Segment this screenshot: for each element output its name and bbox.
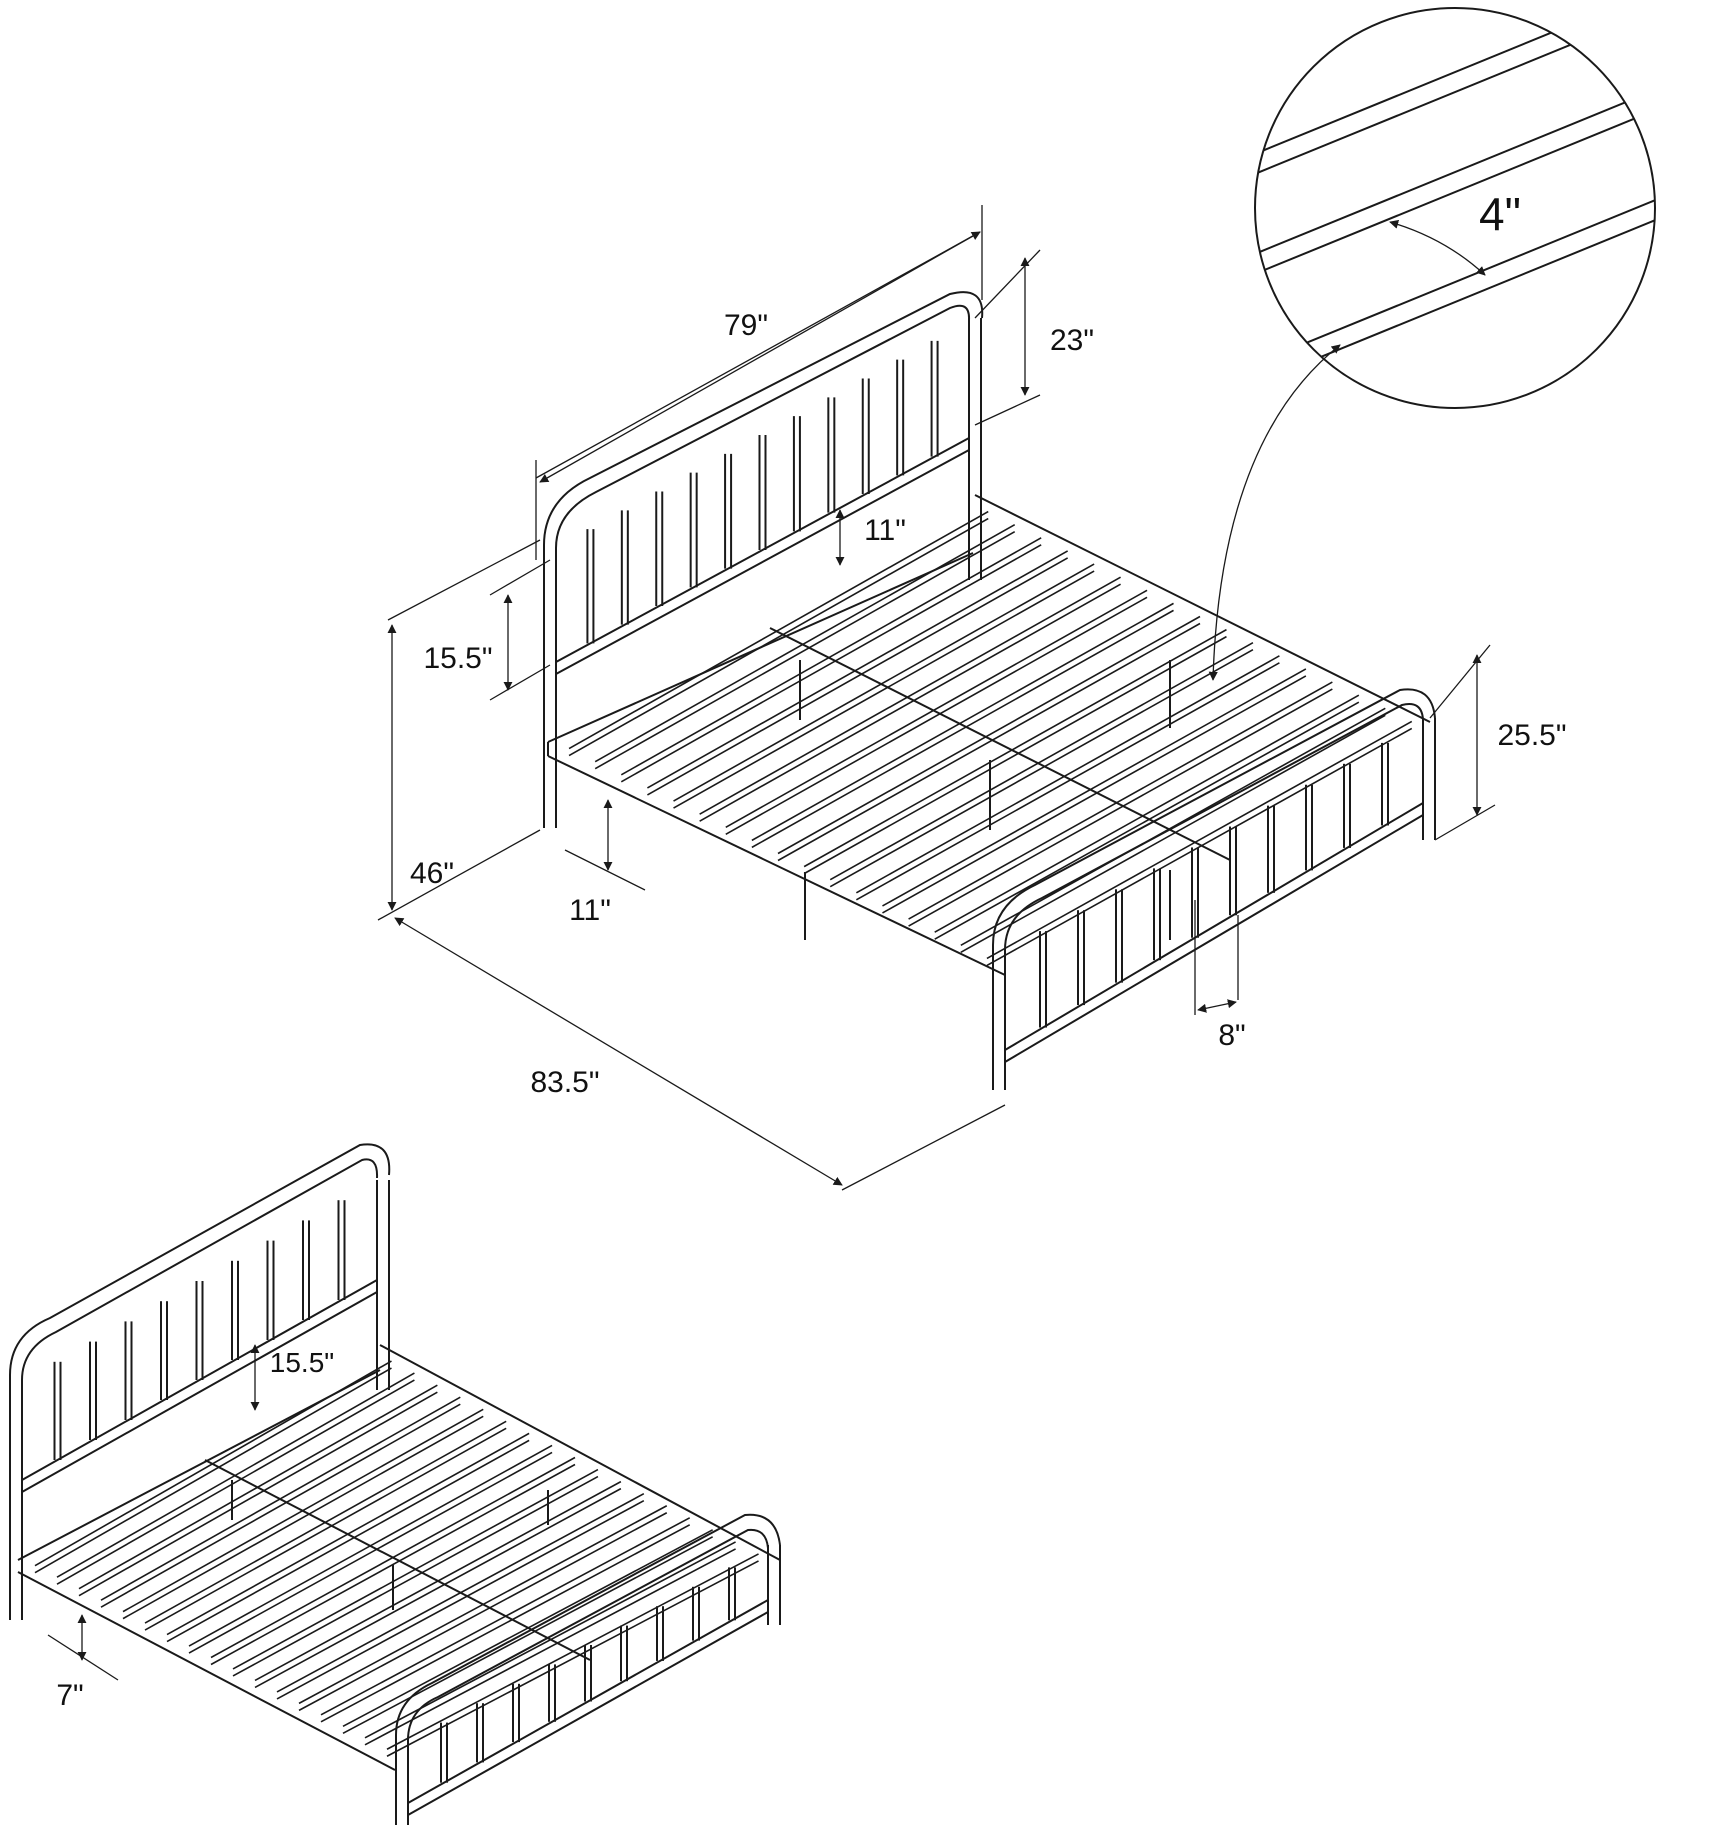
- main-bed-slats: [568, 510, 1413, 967]
- label-footboard-height: 25.5": [1497, 719, 1566, 752]
- slat: [166, 1439, 530, 1643]
- footboard-spindles: [1039, 742, 1389, 1028]
- label-slat-spacing: 4": [1479, 188, 1521, 240]
- low-footboard-lower-rail: [407, 1611, 769, 1816]
- slat: [725, 596, 1148, 835]
- slat: [803, 635, 1227, 875]
- slat: [620, 537, 1042, 776]
- slat-detail-magnifier: [1254, 7, 1656, 409]
- label-headboard-lower: 15.5": [423, 642, 492, 675]
- slat: [699, 583, 1121, 822]
- label-total-height: 46": [410, 857, 454, 890]
- slat: [620, 544, 1042, 783]
- slat: [647, 557, 1069, 796]
- slat: [364, 1548, 736, 1746]
- low-headboard-top-rail: [9, 1143, 391, 1390]
- slat: [803, 628, 1227, 868]
- slat: [960, 714, 1386, 954]
- slat: [320, 1524, 691, 1723]
- label-low-clearance: 7": [56, 1679, 83, 1712]
- slat: [908, 681, 1333, 920]
- slat: [56, 1379, 415, 1585]
- slat: [673, 563, 1095, 802]
- slat: [882, 675, 1307, 914]
- center-support-rail: [769, 627, 1231, 861]
- slat: [777, 615, 1201, 855]
- slat: [100, 1403, 461, 1608]
- slat: [34, 1367, 392, 1574]
- label-headboard-gap: 11": [864, 514, 906, 547]
- low-headboard-lower-rail: [21, 1279, 378, 1481]
- slat: [855, 662, 1280, 901]
- slat: [725, 589, 1148, 828]
- low-footboard-top-rail: [395, 1513, 781, 1750]
- low-dimension-lines: [47, 1344, 260, 1681]
- slat: [751, 609, 1174, 849]
- label-low-headboard-lower: 15.5": [270, 1347, 334, 1378]
- slat: [144, 1427, 507, 1631]
- headboard-lower-rail: [555, 437, 970, 663]
- slat: [122, 1415, 484, 1620]
- slat: [699, 576, 1121, 815]
- slat: [386, 1560, 759, 1757]
- slat: [934, 701, 1360, 940]
- label-headboard-top-height: 23": [1050, 324, 1094, 357]
- slat: [986, 727, 1413, 967]
- slat: [777, 622, 1201, 862]
- slat: [232, 1475, 599, 1677]
- left-side-rail: [547, 755, 1006, 976]
- low-left-rail: [17, 1571, 396, 1771]
- slat: [594, 523, 1016, 763]
- label-length: 83.5": [530, 1066, 599, 1099]
- slat: [829, 649, 1254, 888]
- low-bed-illustration: [9, 1143, 781, 1825]
- low-center-rail: [204, 1459, 591, 1661]
- main-bed-illustration: [543, 291, 1436, 1090]
- right-side-rail: [974, 494, 1431, 723]
- slat: [276, 1499, 645, 1700]
- slat: [829, 642, 1254, 881]
- slat: [188, 1451, 553, 1654]
- slat: [673, 570, 1095, 809]
- detail-callout-arrow: [1208, 344, 1341, 681]
- slat: [647, 550, 1069, 789]
- label-under-bed-clearance: 11": [569, 894, 611, 927]
- slat: [594, 530, 1016, 770]
- footboard: [992, 688, 1436, 1090]
- slat: [882, 668, 1307, 907]
- slat: [342, 1536, 714, 1735]
- slat: [908, 688, 1333, 927]
- slat: [254, 1487, 622, 1689]
- slat: [568, 510, 989, 750]
- label-footboard-spacing: 8": [1218, 1019, 1245, 1052]
- slat: [751, 602, 1174, 842]
- slat: [855, 655, 1280, 894]
- main-dimension-lines: [377, 205, 1496, 1191]
- detail-circle: [1254, 7, 1656, 409]
- low-right-rail: [379, 1344, 781, 1561]
- slat: [934, 694, 1360, 933]
- footboard-top-rail: [992, 688, 1436, 960]
- slat: [568, 517, 989, 757]
- footboard-lower-rail: [1004, 814, 1424, 1063]
- label-headboard-width: 79": [724, 309, 768, 342]
- slat: [986, 720, 1413, 960]
- slat: [298, 1512, 668, 1712]
- slat: [210, 1463, 576, 1666]
- slat: [78, 1391, 438, 1597]
